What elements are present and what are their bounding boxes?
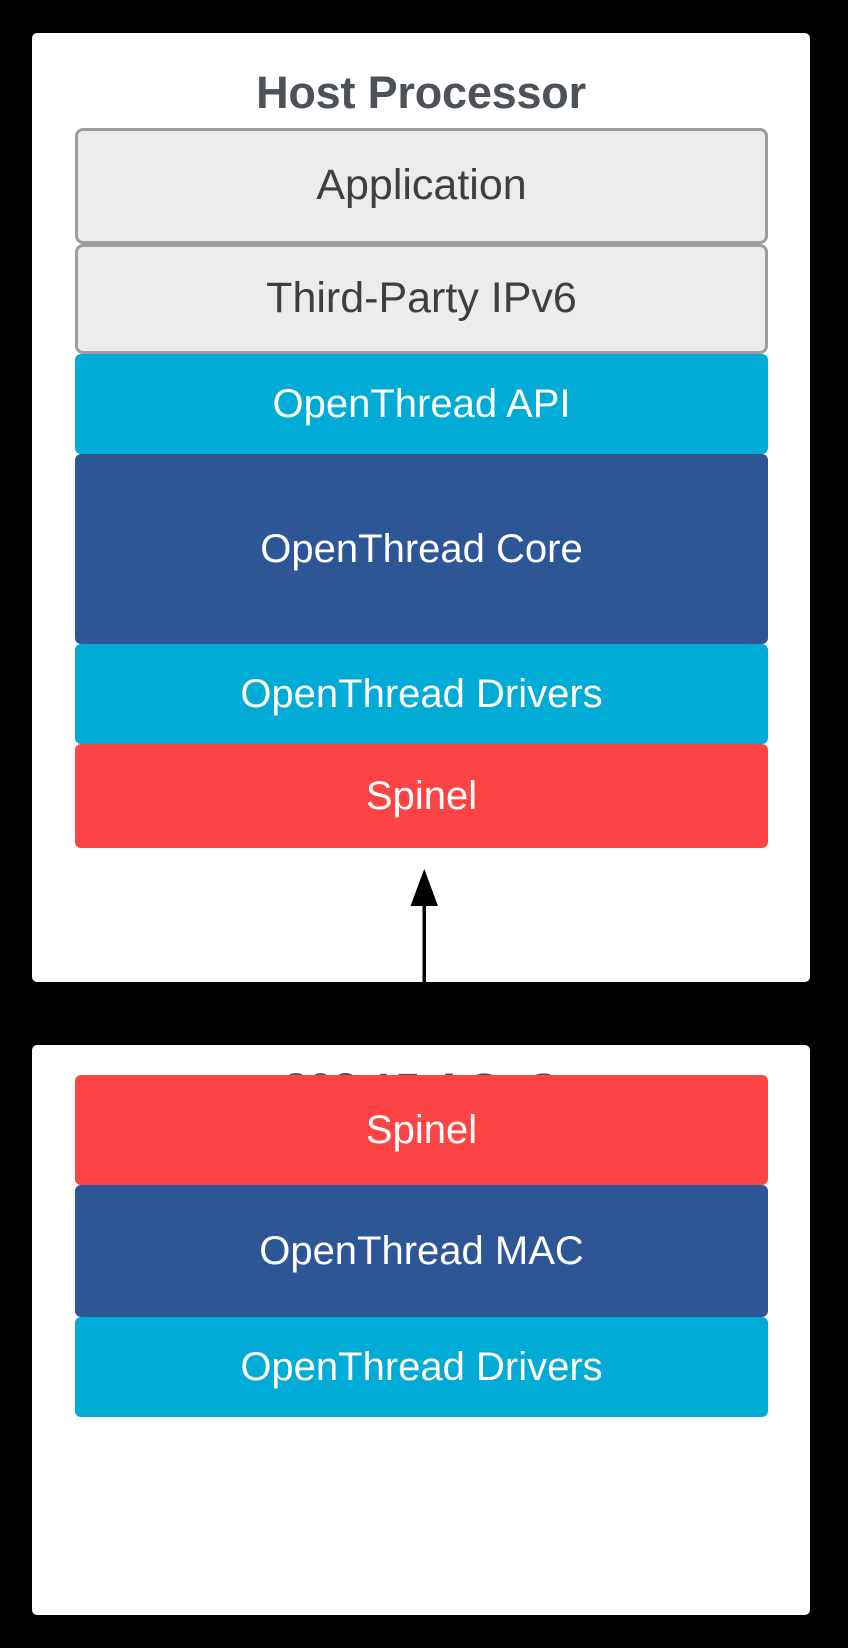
layer-third-party-ipv6: Third-Party IPv6: [75, 244, 768, 354]
layer-spinel-soc-label: Spinel: [365, 1108, 478, 1152]
arrow-head-down-icon: [410, 1026, 438, 1063]
layer-openthread-mac: OpenThread MAC: [75, 1185, 768, 1317]
host-processor-layer-stack: Application Third-Party IPv6 OpenThread …: [75, 128, 768, 848]
soc-panel: Spinel OpenThread MAC OpenThread Drivers…: [32, 1045, 810, 1615]
layer-third-party-ipv6-label: Third-Party IPv6: [266, 274, 577, 323]
layer-openthread-core: OpenThread Core: [75, 454, 768, 644]
layer-spinel-host: Spinel: [75, 744, 768, 848]
layer-openthread-core-label: OpenThread Core: [260, 527, 583, 571]
layer-openthread-api-label: OpenThread API: [272, 382, 571, 426]
arrow-shaft: [422, 874, 426, 1058]
layer-openthread-mac-label: OpenThread MAC: [259, 1229, 584, 1273]
layer-openthread-drivers-soc: OpenThread Drivers: [75, 1317, 768, 1417]
layer-openthread-drivers-host-label: OpenThread Drivers: [240, 672, 603, 716]
layer-openthread-drivers-soc-label: OpenThread Drivers: [240, 1345, 603, 1389]
layer-spinel-host-label: Spinel: [365, 774, 478, 818]
soc-layer-stack: Spinel OpenThread MAC OpenThread Drivers: [75, 1075, 768, 1417]
layer-openthread-drivers-host: OpenThread Drivers: [75, 644, 768, 744]
bidirectional-arrow: [410, 869, 438, 1063]
layer-spinel-soc: Spinel: [75, 1075, 768, 1185]
arrow-head-up-icon: [410, 869, 438, 906]
layer-application-label: Application: [316, 161, 527, 210]
host-processor-title: Host Processor: [256, 67, 586, 118]
layer-openthread-api: OpenThread API: [75, 354, 768, 454]
host-processor-panel: Host Processor Application Third-Party I…: [32, 33, 810, 982]
layer-application: Application: [75, 128, 768, 244]
